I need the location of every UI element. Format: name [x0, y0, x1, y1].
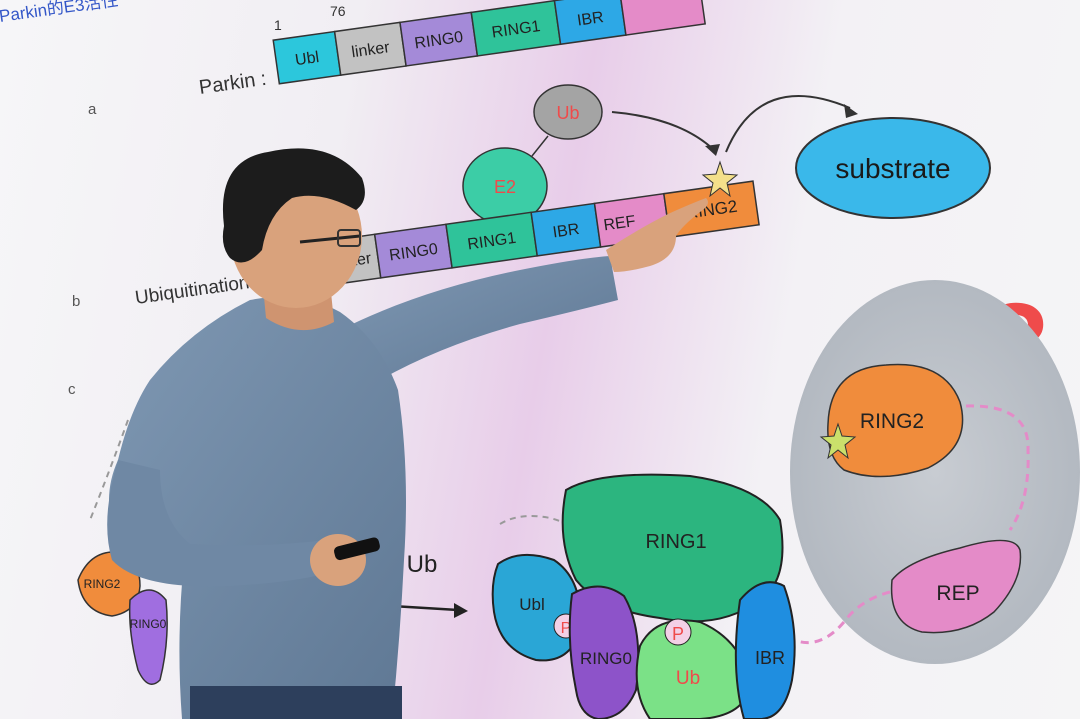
domain-ring0-label: RING0 — [413, 29, 464, 53]
bubble-ring2-shape — [827, 363, 964, 478]
parkin-label: Parkin : — [198, 68, 268, 99]
structure-ubl-label: Ubl — [519, 595, 545, 614]
presenter-hair — [222, 148, 365, 263]
domain-ibr-label: IBR — [576, 9, 605, 30]
presenter-jeans — [190, 686, 402, 719]
presenter-hand — [606, 198, 708, 272]
bubble-linker-dashed — [965, 404, 1030, 531]
bubble-star-icon — [819, 422, 857, 460]
presenter — [107, 148, 708, 719]
mid-rep-label: REF — [603, 213, 637, 234]
phospho-label-1: P — [561, 620, 572, 637]
arrow-head-2 — [844, 104, 858, 118]
ubiquitination-label: Ubiquitination — [134, 272, 251, 309]
structure-ring1-label: RING1 — [645, 531, 706, 553]
row-label-b: b — [72, 293, 80, 310]
mid-ibr-label: IBR — [552, 221, 581, 242]
structure-ub-label: Ub — [676, 668, 700, 689]
slide-title: Parkin的E3活性 — [0, 0, 119, 26]
ub-ellipse — [533, 84, 603, 140]
mid-ring1-label: RING1 — [466, 230, 517, 254]
glasses-lens-icon — [337, 229, 361, 247]
ub-e2-link — [531, 135, 549, 157]
row-label-c: c — [68, 381, 76, 398]
activation-arrow-head — [454, 603, 468, 618]
catalytic-star-icon — [701, 160, 739, 198]
presenter-forearm — [107, 460, 330, 587]
clicker-icon — [334, 537, 380, 561]
phospho-label-2: P — [672, 624, 684, 644]
arrow-head-1 — [705, 144, 720, 156]
presenter-torso — [109, 296, 406, 719]
domain-ubl-label: Ubl — [294, 49, 320, 69]
left-ring0-shape — [128, 589, 168, 685]
presenter-arm — [340, 256, 618, 380]
ub-label: Ub — [556, 103, 579, 123]
bubble-rep-shape — [890, 539, 1022, 634]
domain-rep — [618, 0, 707, 36]
bubble-ring2-label: RING2 — [860, 410, 924, 433]
glasses-icon — [299, 234, 361, 244]
left-ring2-label: RING2 — [84, 577, 121, 591]
phospho-badge-2 — [664, 618, 692, 646]
bubble-rep-label: REP — [936, 582, 979, 605]
parkin-domain-bar: Ubl linker RING0 RING1 IBR — [272, 0, 707, 85]
domain-linker-label: linker — [350, 39, 391, 61]
structure-ibr-label: IBR — [755, 648, 785, 668]
position-label-76: 76 — [330, 3, 346, 19]
mid-ring0-label: RING0 — [388, 241, 439, 265]
structure-ring0-label: RING0 — [580, 649, 632, 668]
bubble-linker-dashed-2 — [793, 590, 891, 645]
row-label-a: a — [88, 101, 97, 118]
position-label-1: 1 — [274, 17, 282, 33]
domain-ring1-label: RING1 — [491, 18, 542, 42]
arrow-ub-transfer — [611, 111, 715, 151]
arrow-to-substrate — [725, 94, 851, 153]
left-ring0-label: RING0 — [130, 617, 167, 631]
left-dashed-linker — [89, 419, 129, 521]
substrate-label: substrate — [835, 153, 950, 184]
ubiquitination-domain-bar: ker RING0 RING1 IBR REF RING2 — [338, 180, 760, 284]
e2-label: E2 — [494, 177, 516, 197]
substrate-ellipse — [795, 117, 991, 219]
structure-ring0 — [568, 585, 640, 719]
activation-arrow — [391, 604, 459, 612]
structure-ibr — [734, 581, 796, 719]
